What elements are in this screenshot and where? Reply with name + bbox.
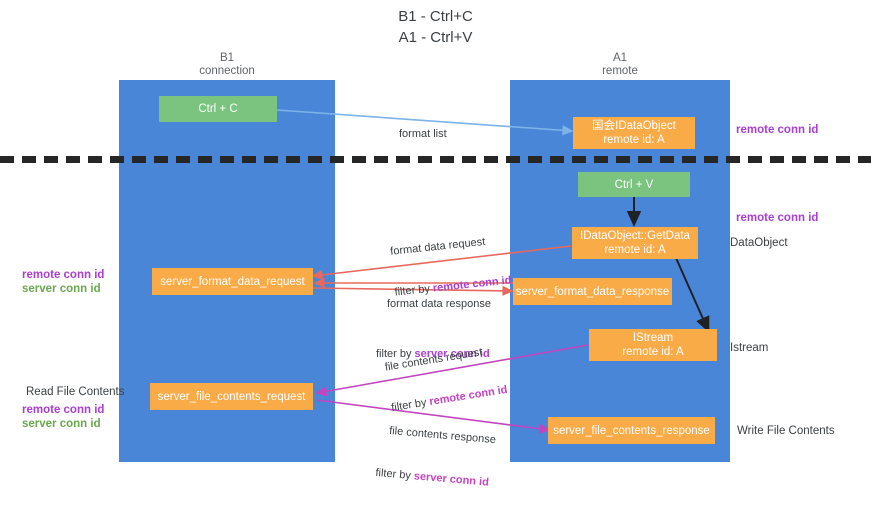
node-server-file-contents-response[interactable]: server_file_contents_response (548, 417, 715, 444)
edge-label-format-data-response-prefix: filter by (376, 348, 415, 360)
edge-label-file-contents-response-line1: file contents response (388, 424, 497, 447)
node-idataobject-remote[interactable]: 国会IDataObject remote id: A (573, 117, 695, 149)
edge-label-file-contents-response-highlight: server conn id (413, 470, 490, 489)
node-istream-remote-line2: remote id: A (622, 346, 684, 358)
edge-label-format-data-request-line1: format data request (389, 235, 486, 258)
node-idataobject-getdata-line1: IDataObject::GetData (580, 230, 690, 242)
edge-label-format-list: format list (399, 102, 447, 167)
annotation-remote-conn-id-left-bottom: remote conn id (22, 404, 105, 416)
diagram-canvas: B1 - Ctrl+C A1 - Ctrl+V B1 connection A1… (0, 8, 871, 489)
node-ctrl-v[interactable]: Ctrl + V (578, 172, 690, 197)
node-istream-remote-line1: IStream (632, 332, 674, 344)
annotation-read-file-contents: Read File Contents (26, 386, 125, 398)
edge-label-format-data-response-line1: format data response (387, 298, 491, 310)
edge-label-format-data-response-line2: filter by server conn id (376, 348, 491, 361)
node-idataobject-getdata-line2: remote id: A (604, 244, 666, 256)
node-server-format-data-response[interactable]: server_format_data_response (513, 278, 672, 305)
node-idataobject-remote-line2: remote id: A (603, 134, 665, 146)
node-server-format-data-request[interactable]: server_format_data_request (152, 268, 313, 295)
node-idataobject-remote-line1: 国会IDataObject (592, 120, 676, 132)
edge-label-file-contents-response-line2: filter by server conn id (375, 467, 493, 490)
column-header-b1: B1 connection (199, 52, 255, 77)
section-divider (0, 156, 871, 163)
node-ctrl-c[interactable]: Ctrl + C (159, 96, 277, 122)
node-ctrl-c-line1: Ctrl + C (198, 103, 238, 115)
node-server-file-contents-request[interactable]: server_file_contents_request (150, 383, 313, 410)
annotation-istream: Istream (730, 342, 769, 354)
edge-label-format-data-response: format data response filter by server co… (376, 272, 491, 387)
page-title: B1 - Ctrl+C A1 - Ctrl+V (398, 8, 473, 46)
column-header-a1: A1 remote (602, 52, 638, 77)
edge-label-format-data-response-highlight: server conn id (414, 348, 490, 360)
node-ctrl-v-line1: Ctrl + V (614, 178, 654, 191)
node-server-file-contents-response-line1: server_file_contents_response (553, 424, 710, 437)
node-server-file-contents-request-line1: server_file_contents_request (157, 390, 306, 403)
annotation-remote-conn-id-mid: remote conn id (736, 212, 819, 224)
annotation-server-conn-id-left-mid: server conn id (22, 283, 101, 295)
node-idataobject-getdata[interactable]: IDataObject::GetData remote id: A (572, 227, 698, 259)
edge-label-file-contents-response: file contents response filter by server … (375, 399, 499, 516)
annotation-write-file-contents: Write File Contents (737, 425, 835, 437)
annotation-remote-conn-id-left-mid: remote conn id (22, 269, 105, 281)
node-server-format-data-response-line1: server_format_data_response (515, 285, 670, 298)
annotation-remote-conn-id-top: remote conn id (736, 124, 819, 136)
edge-label-file-contents-response-prefix: filter by (374, 466, 415, 483)
node-server-format-data-request-line1: server_format_data_request (160, 275, 305, 288)
node-istream-remote[interactable]: IStream remote id: A (589, 329, 717, 361)
annotation-dataobject: DataObject (730, 237, 788, 249)
annotation-server-conn-id-left-bottom: server conn id (22, 418, 101, 430)
edge-label-file-contents-request-line1: file contents request (384, 346, 484, 374)
edge-label-format-list-line1: format list (399, 128, 447, 140)
